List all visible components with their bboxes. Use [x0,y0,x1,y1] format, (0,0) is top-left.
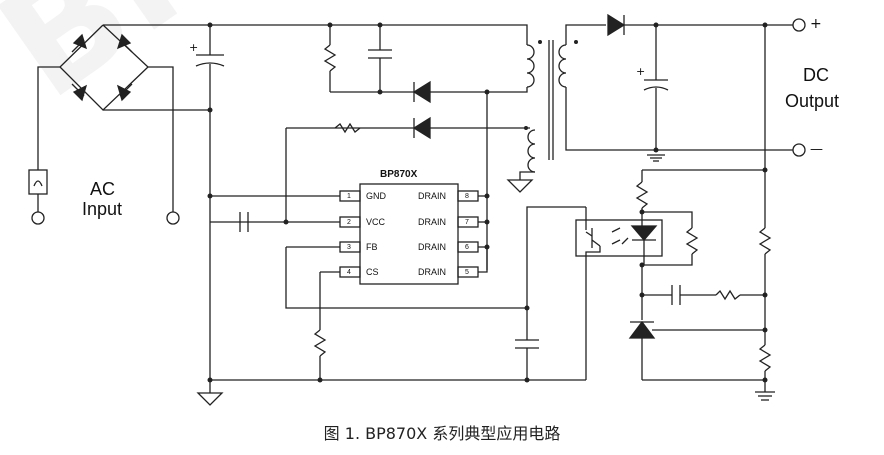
dc-plus-terminal [792,18,806,32]
dc-plus-sign: + [810,16,822,32]
pin-3-num: 3 [347,244,351,251]
pin-3-label: FB [366,242,378,252]
pin-5-label: DRAIN [418,267,447,277]
dc-label-line1: DC [803,65,829,85]
pin-6-label: DRAIN [418,242,447,252]
pin-5-num: 5 [465,269,469,276]
ac-label-line1: AC [90,179,116,199]
dc-minus-terminal [792,143,806,157]
ac-label-line2: Input [82,199,123,219]
dc-minus-sign: — [810,142,823,157]
pin-7-label: DRAIN [418,217,447,227]
pin-2-label: VCC [366,217,386,227]
pin-1-num: 1 [347,193,351,200]
dc-label-line2: Output [785,91,840,111]
pin-6-num: 6 [465,244,469,251]
ic-name: BP870X [380,169,418,180]
ac-terminal-1 [31,211,45,225]
pin-4-num: 4 [347,269,351,276]
pin-2-num: 2 [347,219,351,226]
pin-4-label: CS [366,267,379,277]
fuse [28,169,48,195]
pin-7-num: 7 [465,219,469,226]
ac-terminal-2 [166,211,180,225]
bridge-rectifier [59,24,149,111]
optocoupler [575,219,663,257]
pin-8-num: 8 [465,193,469,200]
bulk-cap-plus: + [189,41,199,54]
figure-caption: 图 1. BP870X 系列典型应用电路 [323,424,561,443]
output-cap-plus: + [636,65,646,78]
pin-8-label: DRAIN [418,191,447,201]
pin-1-label: GND [366,191,386,201]
ic-bp870x [359,183,459,285]
